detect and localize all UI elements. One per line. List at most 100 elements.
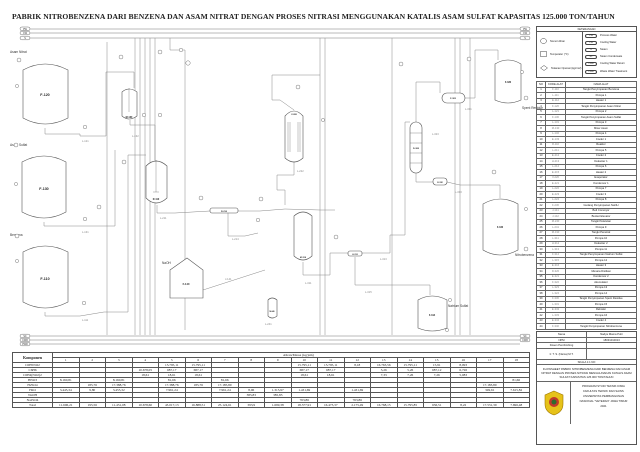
mass-flow-value: 393,9 <box>237 402 265 408</box>
equipment-name: Pompa 13 <box>565 284 637 291</box>
tank-f130 <box>21 155 67 219</box>
pump-label: L-222 <box>297 169 304 173</box>
equipment-no: 44 <box>536 323 546 330</box>
equipment-name: Pompa 1 <box>565 92 637 99</box>
mass-flow-value: 25.124,61 <box>211 402 239 408</box>
label-f130: F-130 <box>39 187 48 191</box>
mass-flow-value: 636,51 <box>423 402 451 408</box>
equipment-name: Cooler 4 <box>565 317 637 324</box>
equipment-name: Tangki Penyimpanan Natrium Sulfat <box>565 251 637 258</box>
equipment-name: Tangki Penyimpanan Asam Sulfat <box>565 114 637 121</box>
tank-f120 <box>22 63 69 125</box>
heat-exchanger-r210 <box>209 207 239 214</box>
heater-e316 <box>347 250 363 257</box>
label-m130: M-130 <box>126 116 133 119</box>
mass-flow-value: 2.175,49 <box>343 402 371 408</box>
equipment-name: Pompa 3 <box>565 119 637 126</box>
accumulator-f322 <box>441 92 466 104</box>
student-name: Nadya Riama Putri <box>600 333 623 336</box>
reboiler-e332 <box>432 177 448 186</box>
institution-line: NASIONAL "VETERAN" JAWA TIMUR <box>579 399 628 403</box>
feed-label-asam-nitrat: Asam Nitrat <box>10 50 27 54</box>
utility-label: Waste Water Treatment <box>600 70 628 74</box>
label-m240: M-240 <box>269 310 274 313</box>
mixer-m130 <box>121 88 138 120</box>
advisor-label: Dosen Pembimbing <box>537 343 587 348</box>
pump-label: L-111 <box>82 318 89 322</box>
product-label-nitrobenzena: Nitrobenzena <box>515 253 534 257</box>
neutralizer-m310 <box>293 211 313 261</box>
col-header-name: NAMA ALAT <box>565 81 637 88</box>
pump-label: L-311 <box>305 281 312 285</box>
pump-label: L-214 <box>232 237 239 241</box>
label-r210: R-210 <box>221 211 228 213</box>
label-f120: F-120 <box>40 93 49 97</box>
utility-code: PWR <box>585 70 597 74</box>
utility-code: PW <box>585 34 597 38</box>
label-f330: F-330 <box>505 81 512 84</box>
label-f340: F-340 <box>497 226 504 229</box>
student-npm: 18031010013 <box>603 338 620 342</box>
pump-label: L-132 <box>132 134 139 138</box>
legend-symbol-label: Tekanan Operasi (kg/cm2) <box>551 66 582 70</box>
label-h312: H-312 <box>352 254 358 256</box>
utility-code: S <box>585 48 597 52</box>
equipment-name: Kondensor 2 <box>565 273 637 280</box>
silo-f140 <box>169 257 204 299</box>
scale-label: SKALA 1:1 NO <box>577 360 596 364</box>
component-header: Komponen <box>12 352 53 363</box>
instrument-bubbles <box>13 48 529 332</box>
equipment-name: Tangki Penyimpanan Benzena <box>565 86 637 93</box>
pump-label: L-313 <box>380 257 387 261</box>
equipment-name: Heater 3 <box>565 262 637 269</box>
utility-code: SC <box>585 55 597 59</box>
drawing-title: PABRIK NITROBENZENA DARI BENZENA DAN ASA… <box>12 12 615 21</box>
npm-label: NPM <box>537 337 587 342</box>
equipment-name: Menara Distilasi <box>565 268 637 275</box>
utility-label: Steam Condensate <box>600 55 623 59</box>
mass-flow-value: 195,56 <box>78 402 106 408</box>
label-f322: F-322 <box>450 98 456 100</box>
equipment-name: Reboiler <box>565 306 637 313</box>
diamond-icon <box>540 65 548 71</box>
mass-flow-value: 11.606,21 <box>52 402 80 408</box>
pump-label: L-323 <box>432 132 439 136</box>
title-block: Nama Nadya Riama Putri NPM 18031010013 Dos… <box>536 331 637 445</box>
name-label: Nama <box>537 332 587 337</box>
label-r110: R-110 <box>153 198 160 201</box>
utility-tag-cwr: CWR <box>22 339 28 342</box>
pump-label: L-131 <box>82 230 89 234</box>
legend-symbol-label: Temperatur (°C) <box>550 52 569 56</box>
tank-f314 <box>417 295 448 332</box>
mass-flow-value: 15.795,85 <box>396 402 424 408</box>
column-d320 <box>409 121 423 174</box>
flowsheet-description: FLOWSHEET PABRIK NITROBENZENA DARI BENZE… <box>537 365 636 382</box>
feed-label-naoh: NaOH <box>162 261 172 265</box>
equipment-name: Akumulator <box>565 279 637 286</box>
label-f140: F-140 <box>183 282 190 286</box>
mass-flow-value: 17.531,39 <box>476 402 504 408</box>
feed-label-asam-sulfat: Asam Sulfat <box>10 143 27 147</box>
equipment-name: Heater 1 <box>565 97 637 104</box>
product-label-spent-residue: Spent Residue <box>522 106 543 110</box>
mass-flow-value: 18.377,91 <box>290 402 318 408</box>
label-f110: F-110 <box>40 277 49 281</box>
legend-panel: KETERANGAN Nomor Aliran Temperatur (°C) … <box>536 26 637 78</box>
utility-label: Process Water <box>600 34 617 38</box>
utility-tags: PW CW S PW CW S SC CWR PWR SC CWR <box>19 26 531 347</box>
advisor-name: Ir. T. S. (Nama) M.T. <box>537 348 587 359</box>
